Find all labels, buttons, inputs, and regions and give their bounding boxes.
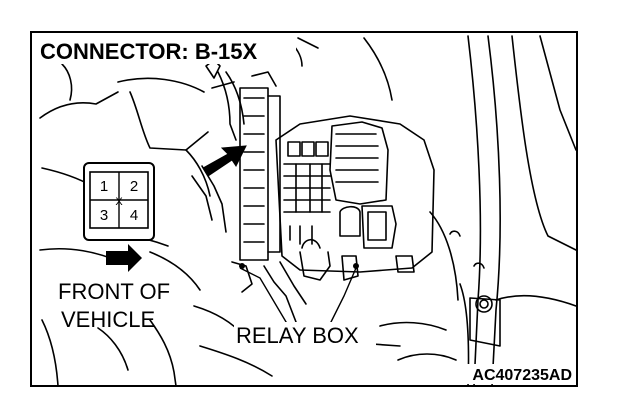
relay-box-label: RELAY BOX — [236, 323, 359, 348]
leader-dot-right — [353, 263, 359, 269]
connector-face-inset: 1 2 3 4 X — [83, 162, 155, 241]
pin-3-label: 3 — [100, 207, 108, 224]
relay-box-label-backdrop — [234, 322, 376, 346]
connector-pointer-arrow-icon — [202, 145, 247, 177]
relay-box-leader-line-left — [239, 267, 293, 333]
front-of-vehicle-label-line1: FRONT OF — [58, 279, 170, 304]
title-backdrop — [38, 38, 296, 64]
leader-dot-left — [239, 263, 245, 269]
page-title: CONNECTOR: B-15X — [40, 39, 258, 64]
connector-x-mark: X — [115, 196, 123, 208]
front-direction-arrow-icon — [106, 244, 142, 272]
pin-4-label: 4 — [130, 207, 138, 224]
engine-bay-line-art — [39, 35, 577, 387]
pin-1-label: 1 — [100, 178, 108, 195]
figure-frame — [30, 31, 578, 387]
figure-code-label: AC407235AD — [472, 367, 572, 384]
front-of-vehicle-label-line2: VEHICLE — [61, 307, 155, 332]
relay-box-leader-line-right — [327, 267, 357, 329]
pin-2-label: 2 — [130, 178, 138, 195]
figure-code-backdrop — [450, 364, 574, 384]
